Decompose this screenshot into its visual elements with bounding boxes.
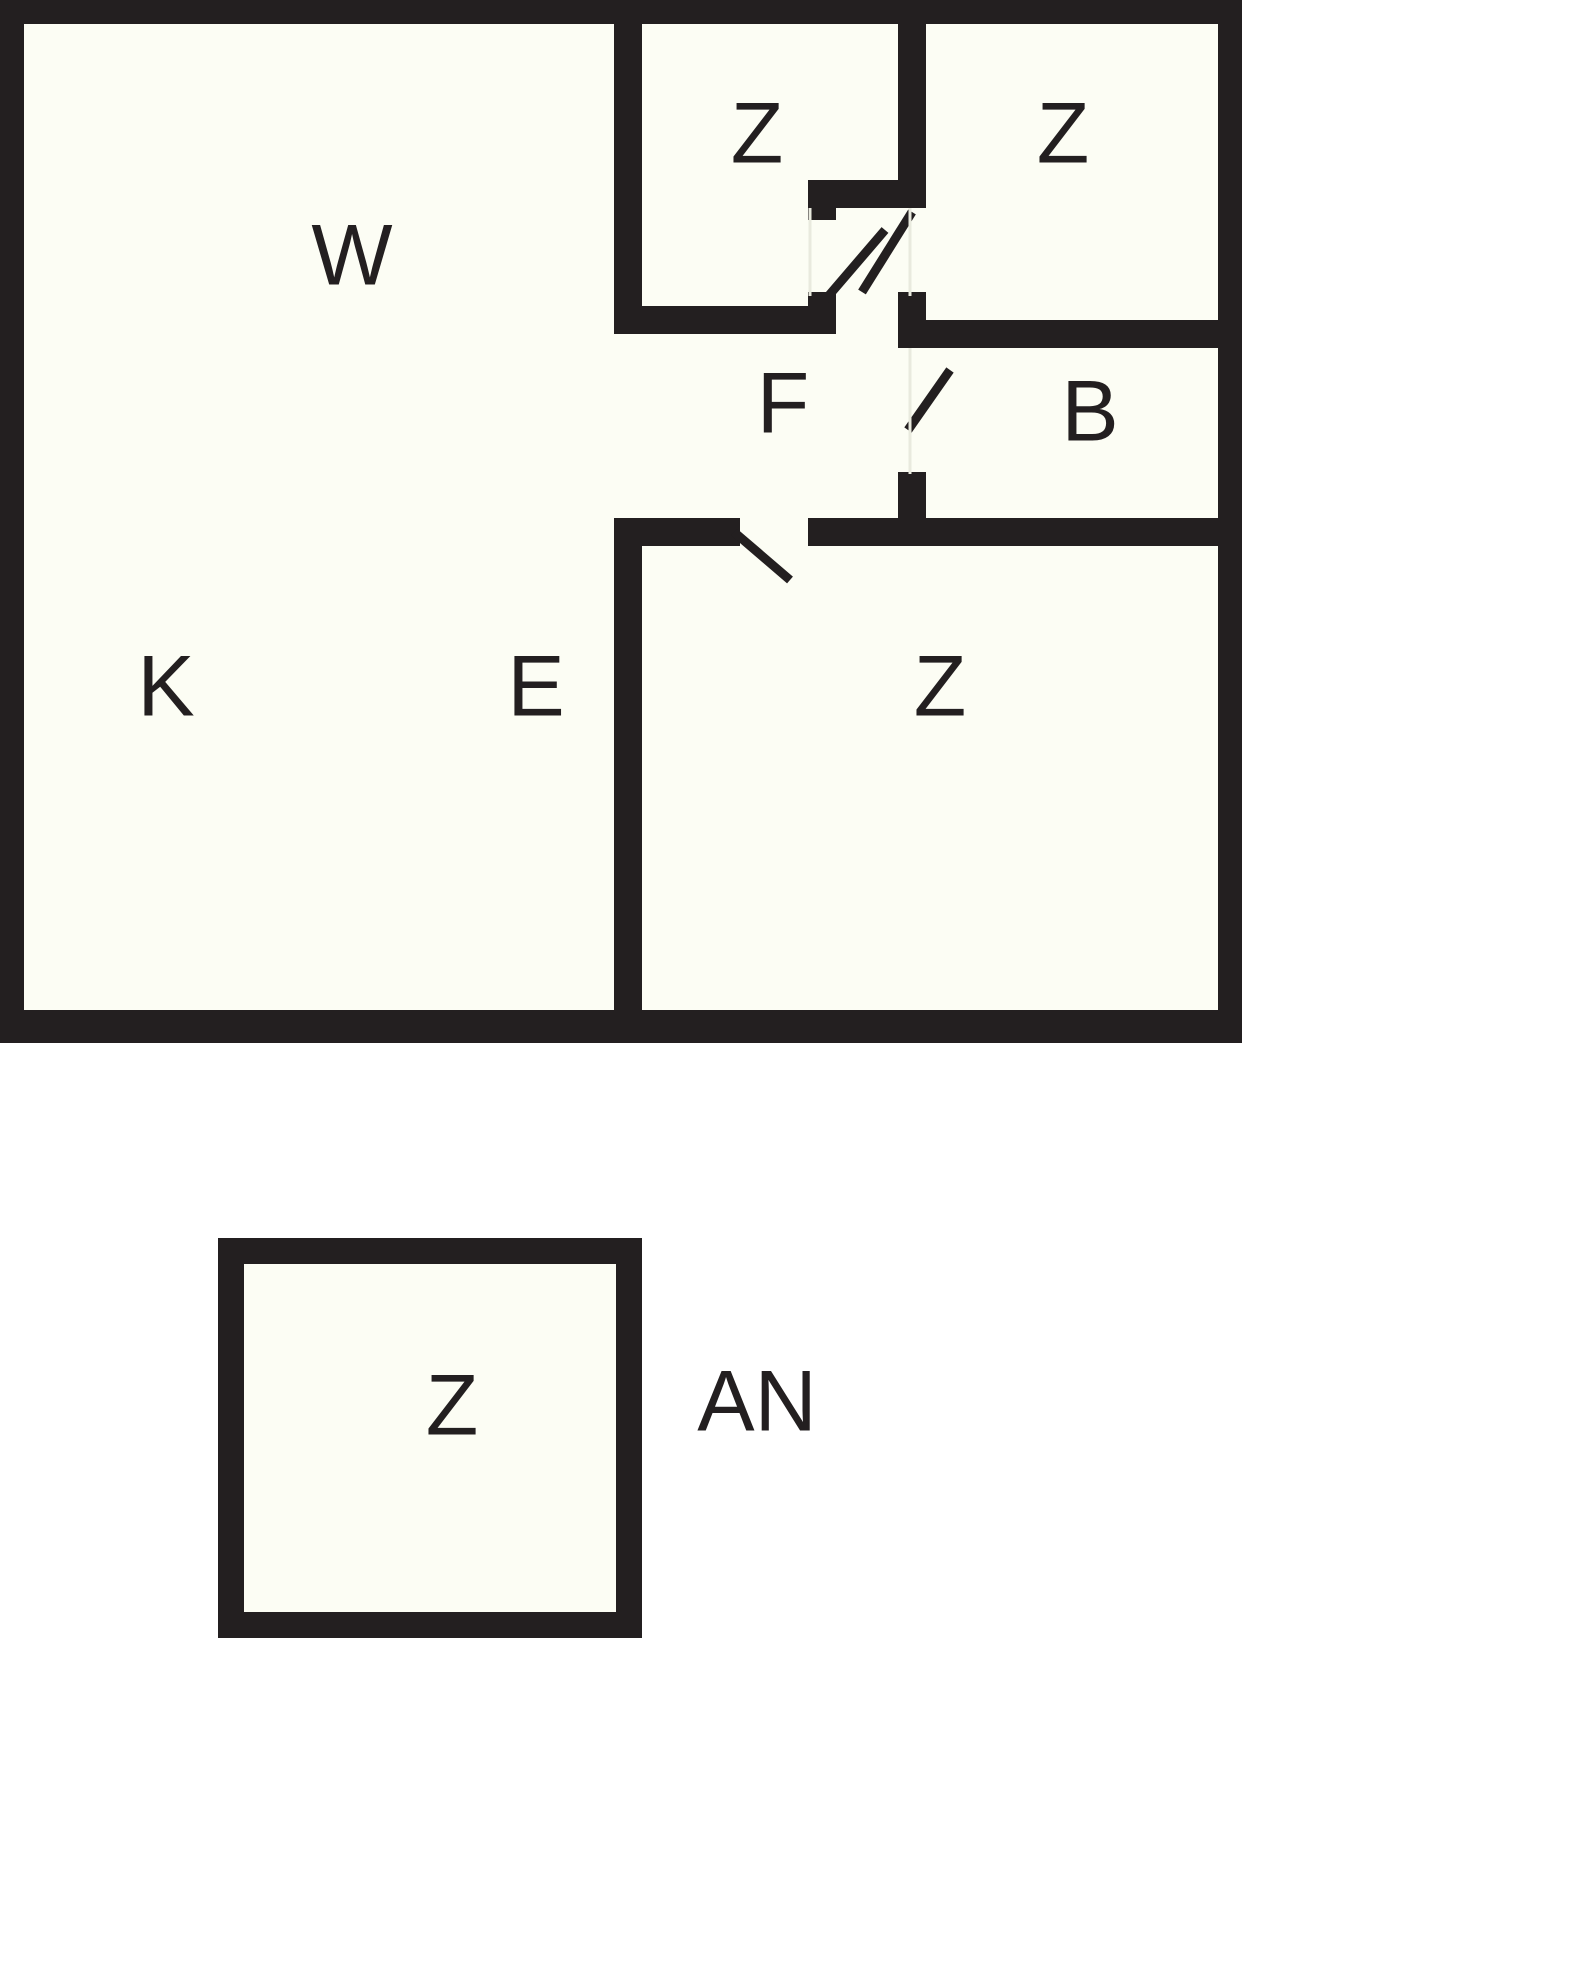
interior-walls <box>614 24 1218 1010</box>
legend-box-label: Z <box>426 1358 479 1454</box>
room-fill-living-kitchen <box>24 24 628 1010</box>
wall-above-bottom-bedroom <box>808 518 1218 546</box>
room-label-bedroom-top-right: Z <box>1037 86 1090 182</box>
legend-group: Z AN <box>218 1238 817 1638</box>
wall-horizontal-under-top-z <box>614 306 824 334</box>
room-label-bedroom-bottom: Z <box>914 639 967 735</box>
door-swing-lines <box>731 209 954 584</box>
wall-entry-to-bedroom-left <box>614 518 740 546</box>
room-label-bath: B <box>1061 364 1118 460</box>
room-fill-bath <box>908 320 1218 532</box>
room-fill-hall <box>628 320 910 532</box>
wall-between-entry-and-bottom-bedroom <box>614 532 642 1010</box>
wall-between-top-z-and-bath <box>898 320 1218 348</box>
room-labels: W Z Z F B K E Z <box>137 86 1118 735</box>
door-swing-vestibule-right <box>858 209 916 295</box>
room-fill-bedroom-bottom <box>628 532 1218 1010</box>
room-fills <box>24 24 1218 1010</box>
door-frame-hairlines <box>808 208 912 474</box>
room-label-bedroom-top-middle: Z <box>731 86 784 182</box>
room-label-entry: E <box>507 639 564 735</box>
wall-vestibule-left-stub-top <box>808 180 836 220</box>
door-swing-bath <box>904 367 954 433</box>
room-label-living: W <box>311 208 392 304</box>
door-swing-vestibule-left <box>821 227 889 303</box>
room-label-hall: F <box>757 356 810 452</box>
room-label-kitchen: K <box>137 639 194 735</box>
door-swing-bottom-bedroom <box>731 528 793 584</box>
legend-box-fill <box>244 1264 616 1612</box>
main-floor-plan: W Z Z F B K E Z <box>0 0 1242 1043</box>
wall-between-top-bedrooms <box>898 24 926 208</box>
legend-caption: AN <box>697 1354 816 1450</box>
room-fill-bedroom-top-right <box>908 24 1218 320</box>
wall-vertical-left-of-top-z <box>614 24 642 320</box>
